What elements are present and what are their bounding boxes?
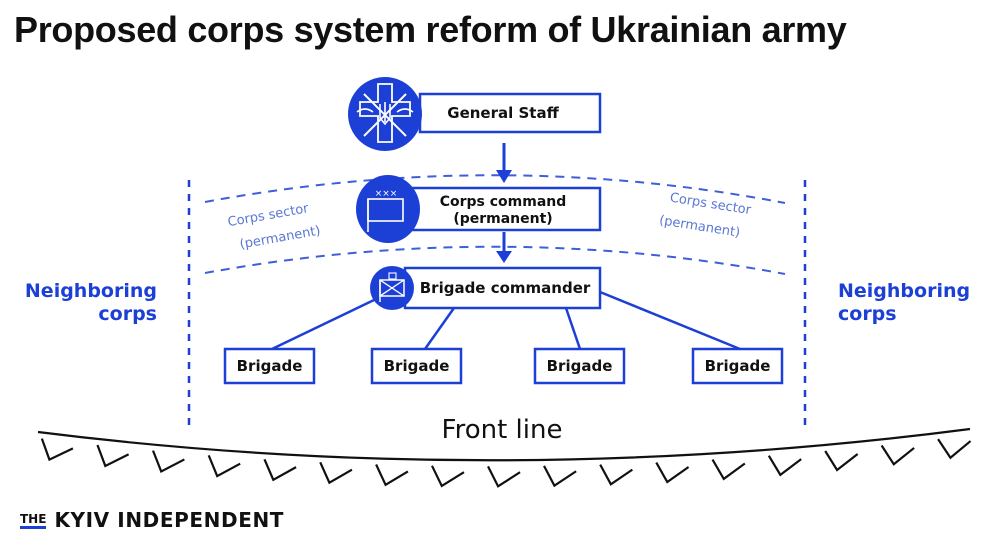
neighboring-corps-right: Neighboring corps	[838, 280, 971, 325]
svg-text:Brigade: Brigade	[705, 357, 771, 375]
svg-text:Corps sector: Corps sector	[227, 201, 311, 230]
front-line-barb	[937, 438, 972, 460]
front-line-barb	[207, 454, 241, 478]
connector-brigade-2	[423, 307, 456, 350]
brand-logo: THE KYIV INDEPENDENT	[20, 508, 285, 532]
connector-brigade-3	[564, 307, 582, 350]
sector-upper-boundary	[204, 174, 786, 204]
brigade-node-4: Brigade	[691, 347, 784, 385]
front-line-barrier-icon	[40, 438, 972, 488]
brigade-node-1: Brigade	[223, 347, 316, 385]
front-line-barb	[40, 438, 74, 462]
front-line-barb	[599, 464, 634, 486]
front-line-barb	[655, 462, 690, 484]
svg-text:Brigade: Brigade	[237, 357, 303, 375]
front-line-label: Front line	[442, 415, 563, 445]
sector-label-left: Corps sector (permanent)	[227, 201, 322, 253]
svg-text:(permanent): (permanent)	[453, 211, 552, 227]
front-line-barb	[767, 455, 802, 477]
brigade-commander-node: Brigade commander	[370, 266, 602, 310]
front-line-barb	[824, 450, 859, 472]
diagram-title: Proposed corps system reform of Ukrainia…	[14, 9, 847, 50]
front-line-barb	[96, 444, 130, 468]
svg-text:×××: ×××	[375, 189, 398, 199]
arrow-corps-to-brigade	[496, 232, 512, 263]
corps-flag-icon: ×××	[356, 175, 420, 243]
front-line-barb	[880, 444, 915, 466]
front-line-barb	[487, 465, 521, 488]
front-line-barb	[711, 459, 746, 481]
sector-lower-boundary	[204, 245, 786, 275]
connector-brigade-4	[599, 290, 741, 351]
brigade-node-2: Brigade	[370, 347, 463, 385]
brigade-connectors	[271, 290, 741, 351]
connector-brigade-1	[271, 298, 375, 351]
arrow-general-to-corps	[496, 143, 512, 183]
front-line-barb	[431, 465, 465, 488]
svg-text:Corps command: Corps command	[440, 194, 567, 210]
neighboring-corps-left: Neighboring corps	[24, 280, 157, 325]
corps-command-node: Corps command (permanent) ×××	[356, 175, 602, 243]
brigade-flag-icon	[370, 266, 414, 310]
svg-text:General Staff: General Staff	[447, 104, 559, 122]
svg-text:(permanent): (permanent)	[658, 213, 741, 241]
general-staff-node: General Staff	[348, 77, 602, 151]
svg-text:Brigade commander: Brigade commander	[420, 279, 591, 297]
front-line-barb	[375, 464, 409, 487]
brigade-node-3: Brigade	[533, 347, 626, 385]
front-line-barb	[263, 458, 297, 482]
sector-label-right: Corps sector (permanent)	[658, 191, 753, 241]
svg-text:Brigade: Brigade	[384, 357, 450, 375]
svg-text:Brigade: Brigade	[547, 357, 613, 375]
svg-text:Corps sector: Corps sector	[669, 191, 753, 219]
front-line-barb	[319, 461, 353, 485]
armed-forces-emblem-icon	[348, 77, 422, 151]
front-line-curve	[37, 427, 971, 462]
front-line-barb	[543, 465, 577, 488]
front-line-barb	[151, 450, 185, 473]
svg-text:(permanent): (permanent)	[239, 224, 322, 253]
